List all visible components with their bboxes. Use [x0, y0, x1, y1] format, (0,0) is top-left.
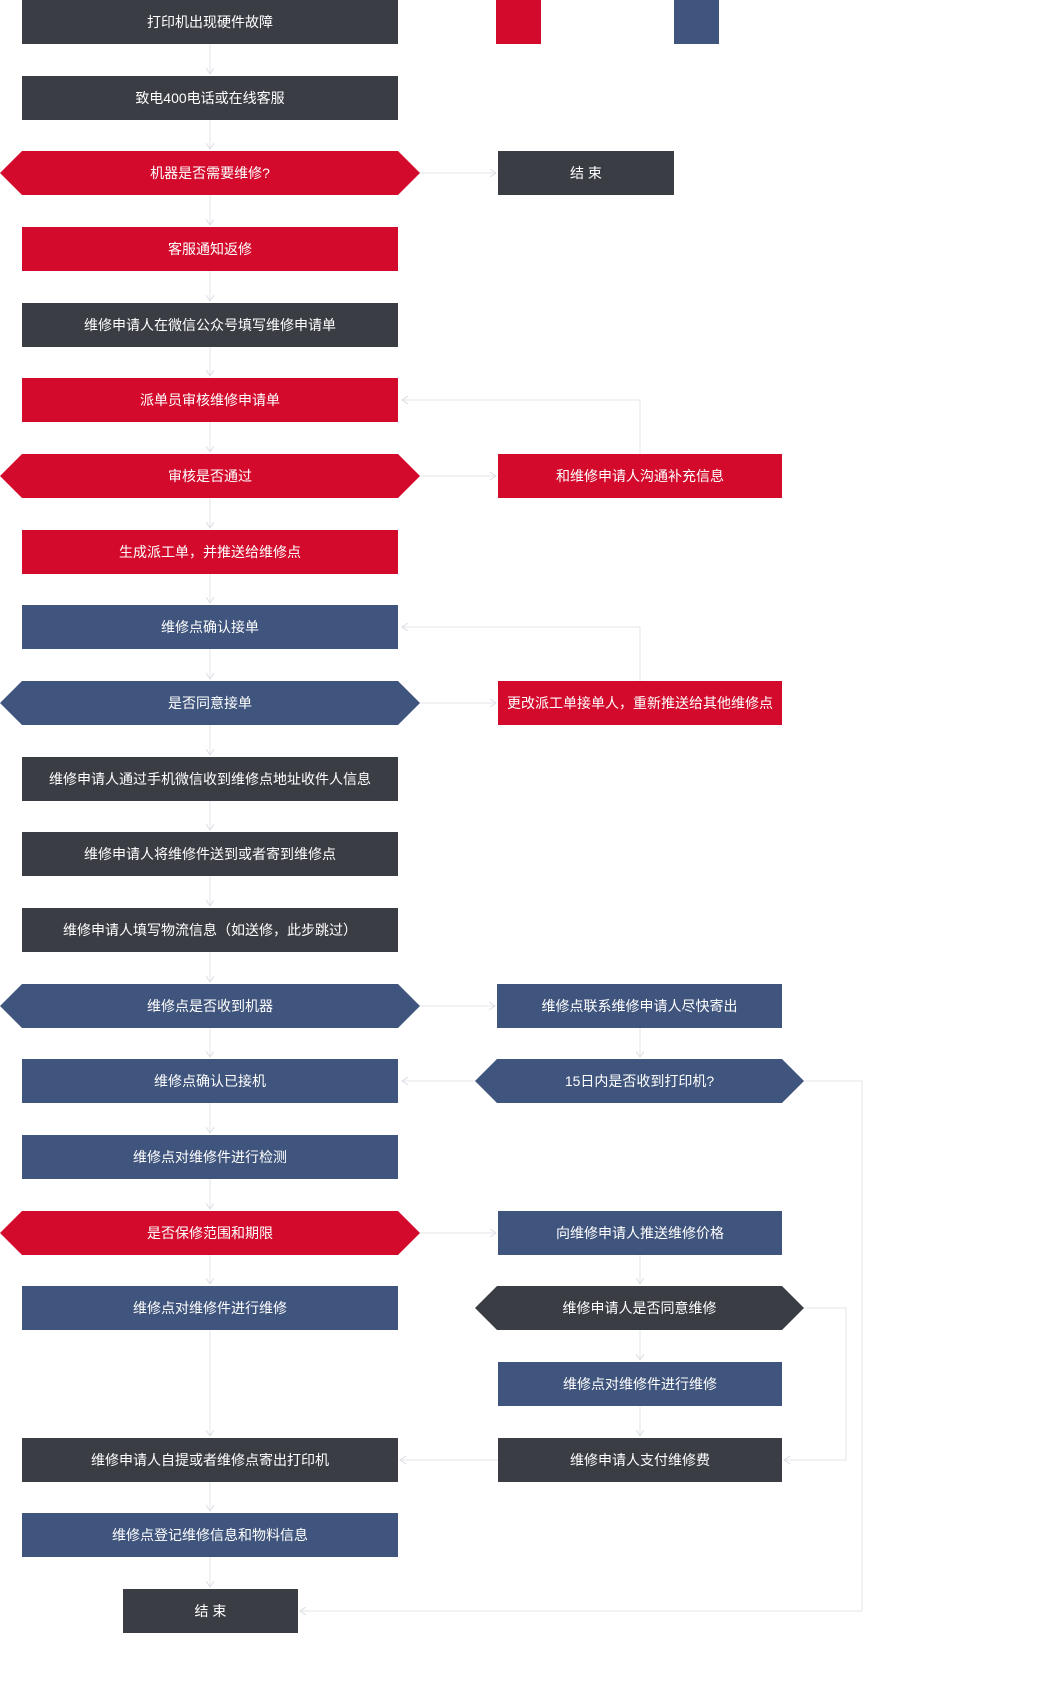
decision-machine-received: 维修点是否收到机器: [0, 984, 420, 1028]
connector-15days-no-end: [300, 1080, 863, 1611]
step-end-main: 结 束: [123, 1589, 298, 1633]
decision-applicant-agree-repair: 维修申请人是否同意维修: [475, 1286, 804, 1330]
step-repair-part-paid: 维修点对维修件进行维修: [498, 1362, 782, 1406]
step-repair-part: 维修点对维修件进行维修: [22, 1286, 398, 1330]
step-create-work-order: 生成派工单，并推送给维修点: [22, 530, 398, 574]
step-communicate-supplement: 和维修申请人沟通补充信息: [498, 454, 782, 498]
step-reassign-work-order: 更改派工单接单人，重新推送给其他维修点: [498, 681, 782, 725]
connector-reassign-back: [402, 627, 641, 681]
step-call-400-or-online-service: 致电400电话或在线客服: [22, 76, 398, 120]
step-printer-hardware-fault: 打印机出现硬件故障: [22, 0, 398, 44]
legend-swatch-red: [496, 0, 541, 44]
step-contact-applicant-ship: 维修点联系维修申请人尽快寄出: [497, 984, 782, 1028]
step-dispatcher-review: 派单员审核维修申请单: [22, 378, 398, 422]
connector-supplement-back: [402, 400, 641, 454]
step-pickup-or-ship-back: 维修申请人自提或者维修点寄出打印机: [22, 1438, 398, 1482]
step-end-no-repair: 结 束: [498, 151, 674, 195]
step-send-to-service-point: 维修申请人将维修件送到或者寄到维修点: [22, 832, 398, 876]
step-inspect-repair-part: 维修点对维修件进行检测: [22, 1135, 398, 1179]
decision-agree-accept: 是否同意接单: [0, 681, 420, 725]
decision-received-within-15-days: 15日内是否收到打印机?: [475, 1059, 804, 1103]
connector-disagree-to-pay: [784, 1307, 847, 1460]
decision-within-warranty: 是否保修范围和期限: [0, 1211, 420, 1255]
step-submit-request-wechat: 维修申请人在微信公众号填写维修申请单: [22, 303, 398, 347]
legend-swatch-blue: [674, 0, 719, 44]
step-fill-logistics-info: 维修申请人填写物流信息（如送修，此步跳过）: [22, 908, 398, 952]
step-register-repair-info: 维修点登记维修信息和物料信息: [22, 1513, 398, 1557]
step-confirm-machine-received: 维修点确认已接机: [22, 1059, 398, 1103]
step-applicant-pay-fee: 维修申请人支付维修费: [498, 1438, 782, 1482]
decision-needs-repair: 机器是否需要维修?: [0, 151, 420, 195]
step-service-notify-return: 客服通知返修: [22, 227, 398, 271]
decision-review-passed: 审核是否通过: [0, 454, 420, 498]
step-push-repair-price: 向维修申请人推送维修价格: [498, 1211, 782, 1255]
step-receive-address-info: 维修申请人通过手机微信收到维修点地址收件人信息: [22, 757, 398, 801]
step-service-point-accept: 维修点确认接单: [22, 605, 398, 649]
